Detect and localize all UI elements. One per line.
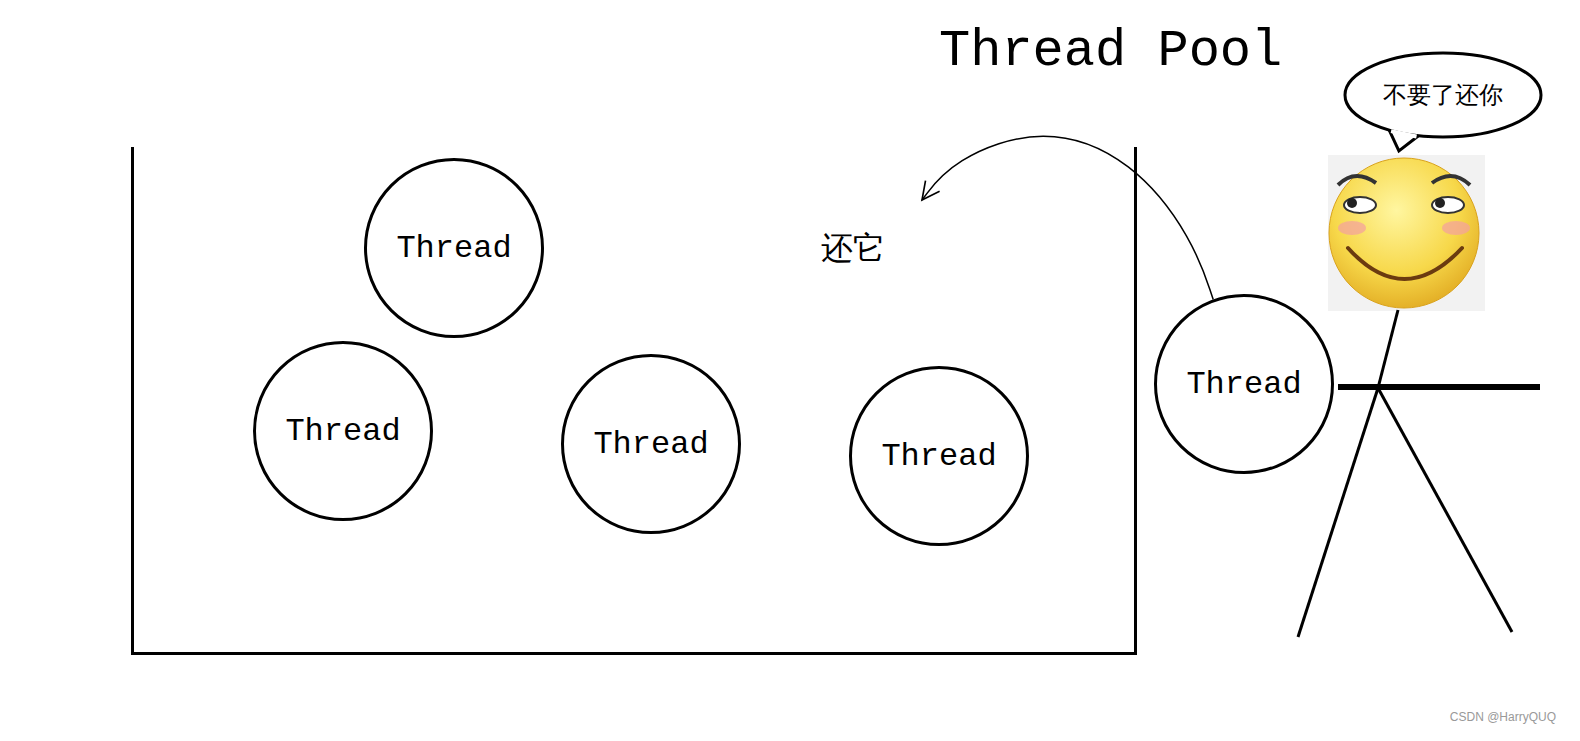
pool-heading: Thread Pool <box>939 22 1282 81</box>
emoji-eye <box>1432 197 1464 213</box>
thread-label: Thread <box>396 230 511 267</box>
figure-leg <box>1378 388 1512 632</box>
thread-label: Thread <box>593 426 708 463</box>
emoji-background <box>1328 155 1485 311</box>
thread-label: Thread <box>881 438 996 475</box>
thread-circle: Thread <box>561 354 741 534</box>
thread-circle: Thread <box>253 341 433 521</box>
arrow-label: 还它 <box>821 227 885 271</box>
thread-pool-container: ThreadThreadThreadThreadThread Pool还它 <box>131 147 1137 655</box>
figure-arms <box>1338 384 1540 390</box>
return-arrow <box>922 136 1213 299</box>
speech-bubble: 不要了还你 <box>1343 51 1543 139</box>
emoji-eye <box>1344 197 1376 213</box>
watermark: CSDN @HarryQUQ <box>1450 710 1556 724</box>
emoji-smile <box>1348 248 1462 279</box>
emoji-blush <box>1338 221 1366 235</box>
emoji-face <box>1329 158 1479 308</box>
speech-text: 不要了还你 <box>1383 79 1503 111</box>
emoji-blush <box>1442 221 1470 235</box>
emoji-pupil <box>1435 198 1445 208</box>
thread-label: Thread <box>285 413 400 450</box>
thread-label: Thread <box>1186 366 1301 403</box>
figure-body <box>1378 310 1398 388</box>
emoji-pupil <box>1347 198 1357 208</box>
thread-circle: Thread <box>849 366 1029 546</box>
thread-circle: Thread <box>364 158 544 338</box>
emoji-brow <box>1432 176 1470 185</box>
emoji-brow <box>1338 176 1376 185</box>
thread-circle: Thread <box>1154 294 1334 474</box>
